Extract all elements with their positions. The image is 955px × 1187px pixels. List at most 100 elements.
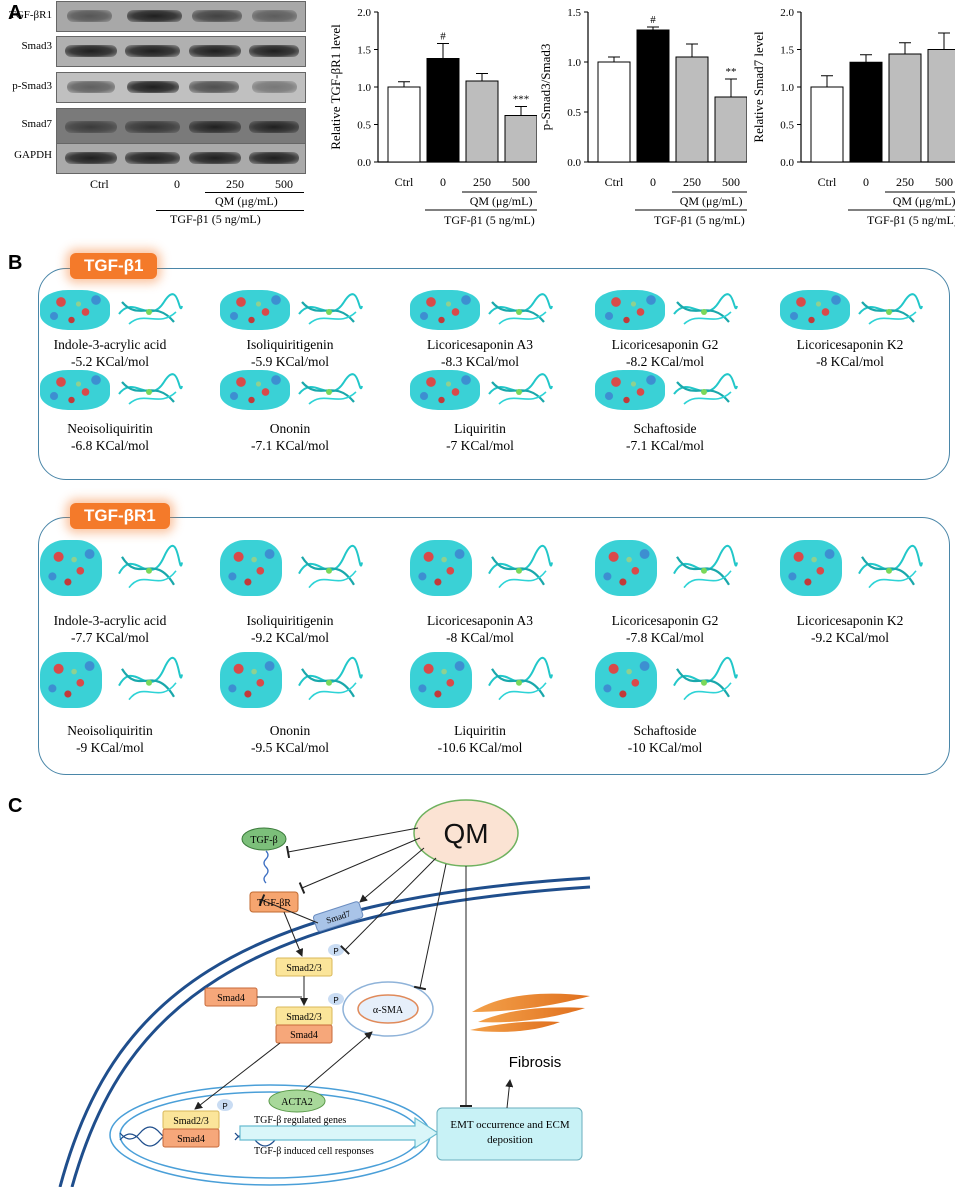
blot-qm-label: QM (μg/mL)	[215, 194, 278, 208]
blot-label-smad3: Smad3	[21, 40, 52, 52]
protein-surface-image	[410, 290, 480, 330]
y-tick-label: 0.5	[780, 120, 794, 132]
blot-lane-500: 500	[275, 177, 293, 191]
docking-compound: Isoliquiritigenin-5.9 KCal/mol	[200, 336, 380, 370]
protein-ribbon-image	[488, 373, 553, 405]
y-tick-label: 1.0	[780, 82, 794, 94]
docking-compound: Liquiritin-10.6 KCal/mol	[390, 722, 570, 756]
smad23-label: Smad2/3	[286, 963, 322, 974]
y-tick-label: 2.0	[357, 7, 371, 19]
blot-label-smad7: Smad7	[21, 118, 52, 130]
protein-surface-image	[595, 370, 665, 410]
protein-ribbon-image	[118, 373, 183, 405]
y-axis-label: Relative Smad7 level	[751, 31, 766, 143]
docking-compound: Ononin-7.1 KCal/mol	[200, 420, 380, 454]
protein-ribbon-image	[673, 373, 738, 405]
compound-name: Licoricesaponin K2	[796, 337, 904, 352]
smad7-node	[312, 901, 364, 932]
panel-letter-c: C	[8, 795, 23, 817]
docking-compound: Licoricesaponin G2 -7.8 KCal/mol	[575, 612, 755, 646]
docking-compound: Licoricesaponin K2 -8 KCal/mol	[760, 336, 940, 370]
x-tick-label: Ctrl	[605, 175, 624, 189]
protein-ribbon-image	[673, 293, 738, 325]
blot-lane-250: 250	[226, 177, 244, 191]
y-axis-label: Relative TGF-βR1 level	[328, 24, 343, 150]
group-label-tgf: TGF-β1 (5 ng/mL)	[867, 213, 955, 227]
compound-name: Neoisoliquiritin	[67, 421, 153, 436]
binding-energy: -5.9 KCal/mol	[251, 354, 329, 369]
regulated-genes-label: TGF-β regulated genes	[254, 1115, 346, 1126]
protein-surface-image	[40, 652, 102, 708]
compound-name: Indole-3-acrylic acid	[53, 613, 167, 628]
protein-surface-image	[780, 540, 842, 596]
binding-energy: -9.2 KCal/mol	[251, 630, 329, 645]
group-label-qm: QM (μg/mL)	[470, 194, 533, 208]
binding-energy: -9.2 KCal/mol	[811, 630, 889, 645]
significance-label: ***	[513, 94, 530, 106]
x-tick-label: Ctrl	[818, 175, 837, 189]
docking-compound: Indole-3-acrylic acid-7.7 KCal/mol	[20, 612, 200, 646]
protein-ribbon-image	[298, 545, 363, 589]
x-tick-label: 0	[440, 175, 446, 189]
y-tick-label: 0.0	[357, 157, 371, 169]
blot-strip-tgfbr1	[56, 1, 306, 32]
compound-name: Licoricesaponin A3	[426, 337, 534, 352]
x-tick-label: 500	[722, 175, 740, 189]
compound-name: Indole-3-acrylic acid	[53, 337, 167, 352]
asma-node	[342, 981, 434, 1037]
binding-energy: -8 KCal/mol	[816, 354, 884, 369]
protein-surface-image	[780, 290, 850, 330]
group-label-qm: QM (μg/mL)	[893, 194, 955, 208]
binding-energy: -7 KCal/mol	[446, 438, 514, 453]
protein-ribbon-image	[488, 657, 553, 701]
protein-ribbon-image	[858, 545, 923, 589]
panel-letter-a: A	[8, 2, 23, 24]
p-label-2: P	[333, 996, 338, 1005]
binding-energy: -7.8 KCal/mol	[626, 630, 704, 645]
fibrosis-cells	[470, 993, 590, 1032]
protein-ribbon-image	[673, 545, 738, 589]
bar	[888, 53, 922, 163]
blot-strip-smad7	[56, 108, 306, 146]
binding-energy: -5.2 KCal/mol	[71, 354, 149, 369]
protein-ribbon-image	[298, 373, 363, 405]
compound-name: Schaftoside	[633, 421, 697, 436]
binding-energy: -8.2 KCal/mol	[626, 354, 704, 369]
blot-strip-gapdh	[56, 143, 306, 174]
protein-ribbon-image	[858, 293, 923, 325]
complex-smad4-label: Smad4	[290, 1030, 318, 1041]
blot-strip-psmad3	[56, 72, 306, 103]
docking-compound: Neoisoliquiritin-9 KCal/mol	[20, 722, 200, 756]
protein-surface-image	[410, 652, 472, 708]
docking-tag-tgfb1: TGF-β1	[70, 253, 158, 279]
compound-name: Licoricesaponin G2	[611, 613, 719, 628]
compound-name: Licoricesaponin K2	[796, 613, 904, 628]
protein-ribbon-image	[298, 657, 363, 701]
docking-box-tgfb1	[38, 268, 950, 480]
docking-compound: Neoisoliquiritin-6.8 KCal/mol	[20, 420, 200, 454]
bar	[465, 80, 499, 163]
protein-ribbon-image	[298, 293, 363, 325]
x-tick-label: 250	[683, 175, 701, 189]
group-label-tgf: TGF-β1 (5 ng/mL)	[654, 213, 745, 227]
bar	[504, 115, 537, 163]
bar	[714, 96, 747, 163]
x-tick-label: 0	[863, 175, 869, 189]
y-tick-label: 0.5	[357, 120, 371, 132]
significance-label: #	[650, 14, 656, 26]
bar	[675, 56, 709, 163]
protein-ribbon-image	[488, 293, 553, 325]
blot-strip-smad3	[56, 36, 306, 67]
blot-label-psmad3: p-Smad3	[12, 80, 52, 92]
y-tick-label: 0.5	[567, 107, 581, 119]
docking-compound: Isoliquiritigenin-9.2 KCal/mol	[200, 612, 380, 646]
docking-compound: Licoricesaponin G2-8.2 KCal/mol	[575, 336, 755, 370]
x-tick-label: 500	[512, 175, 530, 189]
significance-label: **	[726, 66, 737, 78]
tgfb-label: TGF-β	[250, 835, 277, 846]
p-label-1: P	[333, 947, 338, 956]
panel-letter-b: B	[8, 252, 23, 274]
docking-box-tgfbr1	[38, 517, 950, 775]
